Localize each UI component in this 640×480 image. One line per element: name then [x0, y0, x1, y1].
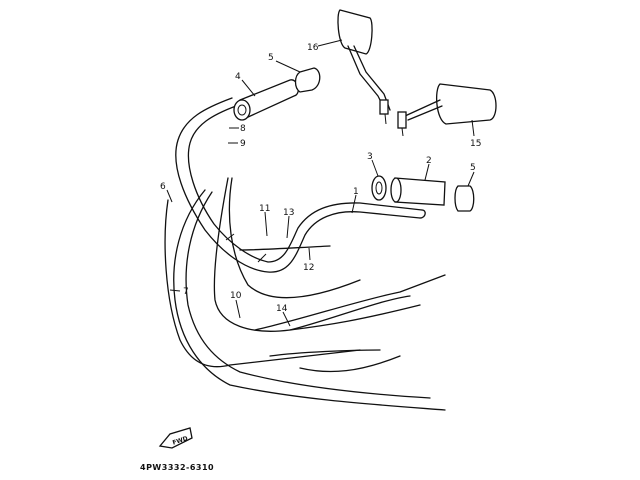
callout-10: 10: [230, 291, 242, 301]
callout-12: 12: [303, 263, 314, 273]
callout-4: 4: [235, 72, 241, 82]
fwd-label: FWD: [172, 435, 189, 447]
callout-2: 2: [426, 156, 432, 166]
right-grip-parts: [371, 175, 475, 212]
callout-11: 11: [259, 204, 270, 214]
callout-15: 15: [470, 139, 481, 149]
callout-14: 14: [276, 304, 288, 314]
drawing-code: 4PW3332-6310: [140, 463, 214, 472]
callout-13: 13: [283, 208, 294, 218]
callout-8: 8: [240, 124, 246, 134]
callout-1: 1: [353, 187, 359, 197]
callout-7: 7: [183, 287, 189, 297]
callout-3: 3: [367, 152, 373, 162]
mirror-left: [337, 9, 391, 125]
handlebar: [175, 97, 426, 273]
callout-9: 9: [240, 139, 246, 149]
cables: [164, 177, 446, 411]
left-grip-assembly: [233, 67, 321, 121]
callout-5-left: 5: [268, 53, 274, 63]
mirror-right: [397, 83, 497, 137]
callout-16: 16: [307, 43, 319, 53]
callout-6: 6: [160, 182, 166, 192]
forward-arrow-icon: FWD: [158, 427, 193, 449]
callout-5-right: 5: [470, 163, 476, 173]
callouts: 1 2 3 4 5 5 6 7 8 9 10 11 13 12 14 15 16: [160, 39, 481, 327]
